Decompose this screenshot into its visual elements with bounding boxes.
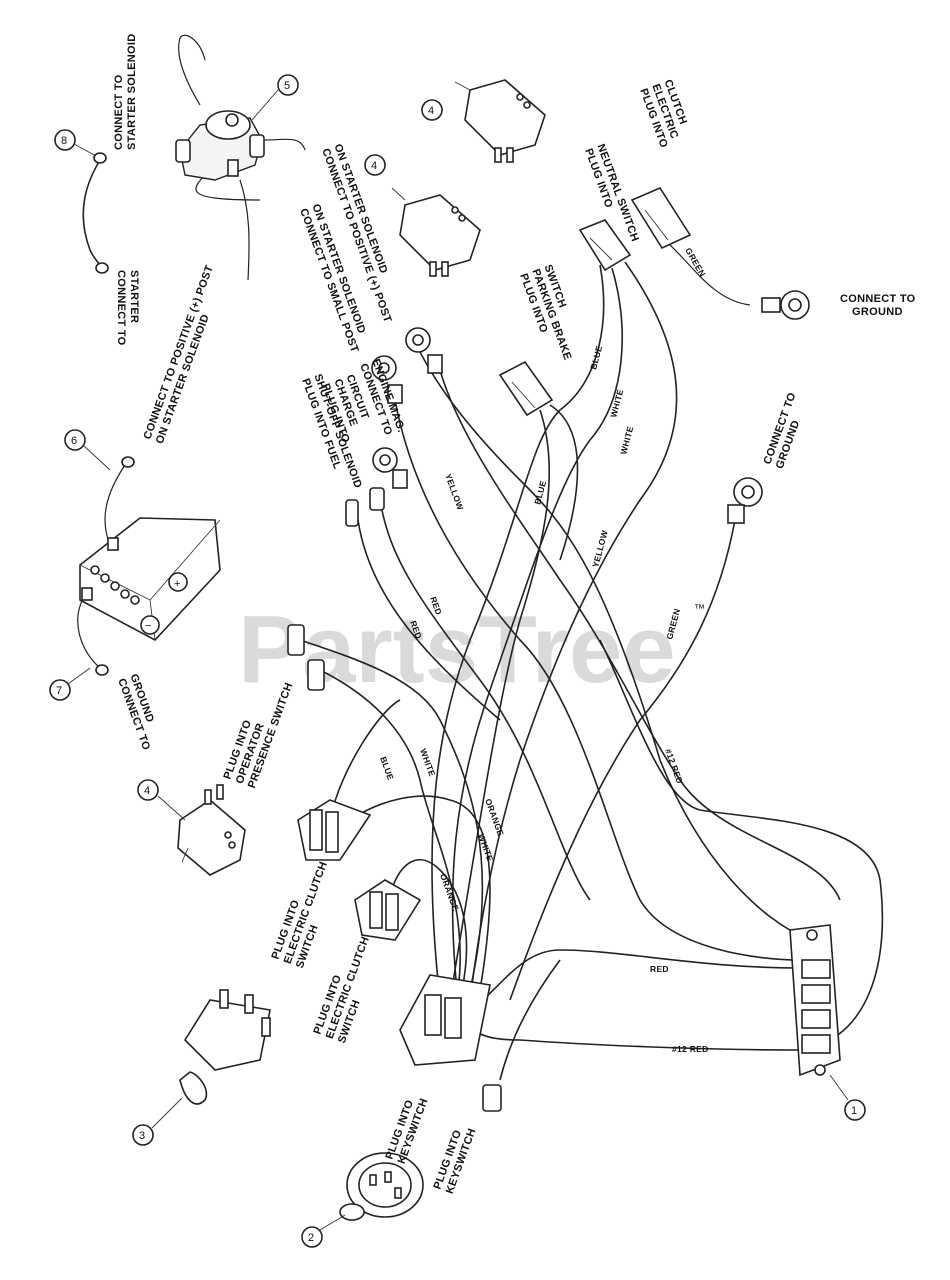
callout-8: 8 <box>54 129 97 157</box>
battery-minus-symbol: − <box>145 620 151 632</box>
wire-label-white-lower: WHITE <box>476 832 495 863</box>
callout-5: 5 <box>251 74 299 121</box>
operator-presence-plugs <box>287 624 325 691</box>
parking-brake-switch <box>391 187 481 277</box>
callout-4-neutral: 4 <box>421 99 443 121</box>
keyswitch <box>339 1152 424 1221</box>
wire-label-yellow-a: YELLOW <box>443 472 466 512</box>
svg-text:4: 4 <box>428 105 434 117</box>
battery-plus-symbol: + <box>174 578 180 590</box>
ring-terminals <box>345 290 810 527</box>
battery: + − <box>79 456 221 676</box>
parking-brake-connector <box>498 360 554 417</box>
wire-label-orange-a: ORANGE <box>483 797 506 837</box>
wire-label-orange-b: ORANGE <box>438 872 461 912</box>
label-plug-electric-clutch-switch-b: PLUG INTO ELECTRIC CLUTCH SWITCH <box>312 927 386 1044</box>
callouts: 5 8 4 4 6 7 4 3 2 1 <box>49 74 866 1248</box>
label-connect-ground-mid: CONNECT TO GROUND <box>762 388 812 471</box>
wire-label-blue-top: BLUE <box>588 344 604 370</box>
svg-text:1: 1 <box>851 1105 857 1117</box>
svg-text:6: 6 <box>71 435 77 447</box>
wire-label-yellow-b: YELLOW <box>590 528 610 568</box>
callout-4-brake: 4 <box>364 154 386 176</box>
label-connect-starter-solenoid: CONNECT TO STARTER SOLENOID <box>113 34 138 150</box>
toggle-switch <box>179 989 271 1105</box>
keyswitch-small-plug <box>482 1084 502 1112</box>
electric-clutch-connector <box>630 186 692 250</box>
wire-label-blue-low: BLUE <box>378 755 396 781</box>
callout-2: 2 <box>301 1214 346 1248</box>
wire-label-red12-regulator: #12 RED <box>672 1044 709 1054</box>
label-plug-electric-clutch-switch-a: PLUG INTO ELECTRIC CLUTCH SWITCH <box>270 852 344 969</box>
keyswitch-connector <box>399 974 491 1066</box>
callout-1: 1 <box>829 1074 866 1121</box>
label-connect-positive-post-battery: CONNECT TO POSITIVE (+) POST ON STARTER … <box>142 260 230 445</box>
svg-text:7: 7 <box>56 685 62 697</box>
wire-label-white-top: WHITE <box>608 388 625 419</box>
wire-bundle <box>77 34 884 1081</box>
label-connect-starter: CONNECT TO STARTER <box>115 270 140 349</box>
wire-label-white-mid: WHITE <box>618 425 635 456</box>
svg-text:4: 4 <box>144 785 150 797</box>
wire-label-red-regulator: RED <box>650 964 669 974</box>
svg-text:4: 4 <box>371 160 377 172</box>
callout-6: 6 <box>64 429 111 471</box>
callout-3: 3 <box>132 1097 183 1146</box>
electric-clutch-switch-plug-b <box>354 879 422 941</box>
starter-cable <box>93 152 109 274</box>
starter-solenoid <box>175 110 265 181</box>
neutral-switch-connector <box>578 219 632 272</box>
callout-4-operator: 4 <box>137 779 186 821</box>
svg-text:8: 8 <box>61 135 67 147</box>
label-connect-ground-right: CONNECT TO GROUND <box>840 293 919 318</box>
label-plug-electric-clutch-top: PLUG INTO ELECTRIC CLUTCH <box>637 78 695 153</box>
callout-7: 7 <box>49 667 91 701</box>
label-plug-keyswitch-b: PLUG INTO KEYSWITCH <box>432 1122 479 1195</box>
svg-text:3: 3 <box>139 1130 145 1142</box>
wire-label-blue-mid: BLUE <box>532 479 548 505</box>
wire-label-white-low: WHITE <box>418 747 437 778</box>
watermark-trademark: ™ <box>694 603 705 615</box>
label-plug-parking-brake: PLUG INTO PARKING BRAKE SWITCH <box>517 263 587 369</box>
electric-clutch-switch-plug-a <box>297 799 372 861</box>
label-plug-keyswitch-a: PLUG INTO KEYSWITCH <box>384 1092 431 1165</box>
svg-text:5: 5 <box>284 80 290 92</box>
operator-presence-switch <box>177 784 246 876</box>
svg-text:2: 2 <box>308 1232 314 1244</box>
label-connect-ground-battery: CONNECT TO GROUND <box>115 672 165 755</box>
regulator <box>789 924 841 1077</box>
neutral-switch <box>454 79 546 163</box>
